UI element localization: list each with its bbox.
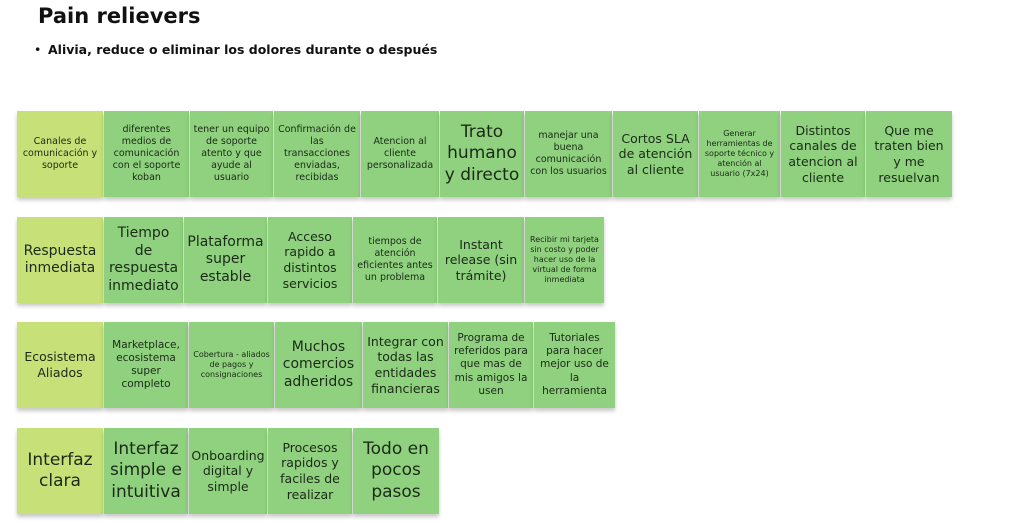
- sticky-note[interactable]: Generar herramientas de soporte técnico …: [699, 111, 780, 197]
- sticky-row-interfaz: Interfaz clara Interfaz simple e intuiti…: [17, 428, 440, 514]
- sticky-note[interactable]: Todo en pocos pasos: [353, 428, 439, 514]
- bullet-text: Alivia, reduce o eliminar los dolores du…: [48, 42, 438, 57]
- sticky-note[interactable]: tener un equipo de soporte atento y que …: [190, 111, 273, 197]
- sticky-note[interactable]: Interfaz simple e intuitiva: [104, 428, 188, 514]
- sticky-note[interactable]: Distintos canales de atencion al cliente: [781, 111, 865, 197]
- sticky-row-ecosistema: Ecosistema Aliados Marketplace, ecosiste…: [17, 322, 616, 408]
- sticky-note[interactable]: Recibir mi tarjeta sin costo y poder hac…: [525, 217, 604, 303]
- sticky-note[interactable]: Confirmación de las transacciones enviad…: [274, 111, 360, 197]
- sticky-note[interactable]: Acceso rapido a distintos servicios: [268, 217, 352, 303]
- sticky-note[interactable]: Trato humano y directo: [440, 111, 524, 197]
- sticky-note[interactable]: Instant release (sin trámite): [438, 217, 524, 303]
- sticky-note[interactable]: Plataforma super estable: [184, 217, 267, 303]
- sticky-note[interactable]: tiempos de atención eficientes antes un …: [353, 217, 437, 303]
- sticky-note-header[interactable]: Interfaz clara: [17, 428, 103, 514]
- sticky-note-header[interactable]: Respuesta inmediata: [17, 217, 103, 303]
- sticky-note[interactable]: Muchos comercios adheridos: [275, 322, 362, 408]
- sticky-note[interactable]: Atencion al cliente personalizada: [361, 111, 439, 197]
- sticky-note[interactable]: Cobertura - aliados de pagos y consignac…: [189, 322, 274, 408]
- sticky-note[interactable]: diferentes medios de comunicación con el…: [104, 111, 189, 197]
- sticky-note[interactable]: Procesos rapidos y faciles de realizar: [268, 428, 352, 514]
- sticky-note[interactable]: manejar una buena comunicación con los u…: [525, 111, 612, 197]
- sticky-note-header[interactable]: Ecosistema Aliados: [17, 322, 103, 408]
- sticky-note-header[interactable]: Canales de comunicación y soporte: [17, 111, 103, 197]
- sticky-note[interactable]: Integrar con todas las entidades financi…: [363, 322, 448, 408]
- sticky-note[interactable]: Que me traten bien y me resuelvan: [866, 111, 952, 197]
- sticky-row-canales: Canales de comunicación y soporte difere…: [17, 111, 953, 197]
- sticky-note[interactable]: Tutoriales para hacer mejor uso de la he…: [534, 322, 615, 408]
- sticky-note[interactable]: Cortos SLA de atención al cliente: [613, 111, 698, 197]
- sticky-row-respuesta: Respuesta inmediata Tiempo de respuesta …: [17, 217, 605, 303]
- bullet-item: • Alivia, reduce o eliminar los dolores d…: [34, 42, 437, 57]
- sticky-note[interactable]: Tiempo de respuesta inmediato: [104, 217, 183, 303]
- sticky-note[interactable]: Onboarding digital y simple: [189, 428, 267, 514]
- sticky-note[interactable]: Programa de referidos para que mas de mi…: [449, 322, 533, 408]
- page-title: Pain relievers: [38, 4, 201, 28]
- bullet-dot-icon: •: [34, 42, 42, 57]
- sticky-note[interactable]: Marketplace, ecosistema super completo: [104, 322, 188, 408]
